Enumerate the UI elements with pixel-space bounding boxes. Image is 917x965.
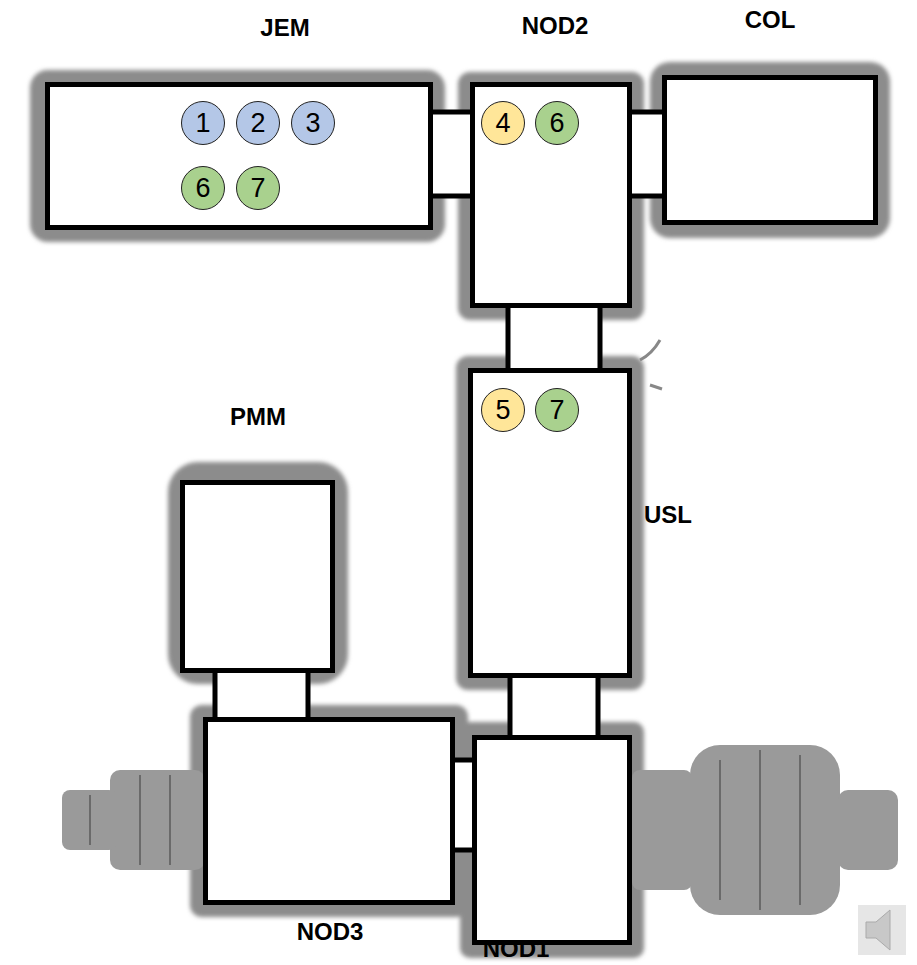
passage-connector [431, 112, 473, 196]
callout-number: 4 [495, 110, 510, 137]
module-box: NOD1 [472, 735, 632, 945]
callout-number: 6 [549, 110, 564, 137]
module-box: PMM [180, 480, 335, 673]
module-box: NOD3 [203, 717, 455, 905]
module-name: NOD3 [297, 920, 364, 944]
module-box: NOD246 [470, 82, 632, 308]
module-box: COL [662, 75, 878, 225]
passage-connector [510, 676, 598, 738]
callout-circle: 1 [181, 101, 225, 145]
module-name: JEM [260, 16, 309, 40]
module-name: PMM [230, 405, 286, 429]
passage-connector [630, 112, 665, 196]
module-name: NOD2 [522, 14, 589, 38]
antenna [640, 340, 662, 389]
callout-number: 1 [195, 110, 210, 137]
speaker-icon [858, 905, 906, 955]
module-name: COL [745, 8, 796, 32]
callout-circle: 5 [481, 388, 525, 432]
module-name: NOD1 [483, 937, 550, 961]
callout-circle: 4 [481, 101, 525, 145]
callout-number: 7 [549, 397, 564, 424]
callout-circle: 7 [535, 388, 579, 432]
module-box: USL57 [468, 368, 632, 678]
callout-number: 7 [250, 175, 265, 202]
callout-number: 2 [250, 110, 265, 137]
callout-circle: 7 [236, 166, 280, 210]
callout-number: 5 [495, 397, 510, 424]
passage-connector [215, 671, 308, 720]
callout-circle: 3 [291, 101, 335, 145]
passage-connector [508, 306, 600, 371]
callout-circle: 6 [181, 166, 225, 210]
callout-number: 3 [305, 110, 320, 137]
module-box: JEM12367 [45, 82, 433, 230]
callout-number: 6 [195, 175, 210, 202]
module-name: USL [644, 503, 692, 527]
callout-circle: 2 [236, 101, 280, 145]
module-hull [30, 62, 890, 958]
callout-circle: 6 [535, 101, 579, 145]
